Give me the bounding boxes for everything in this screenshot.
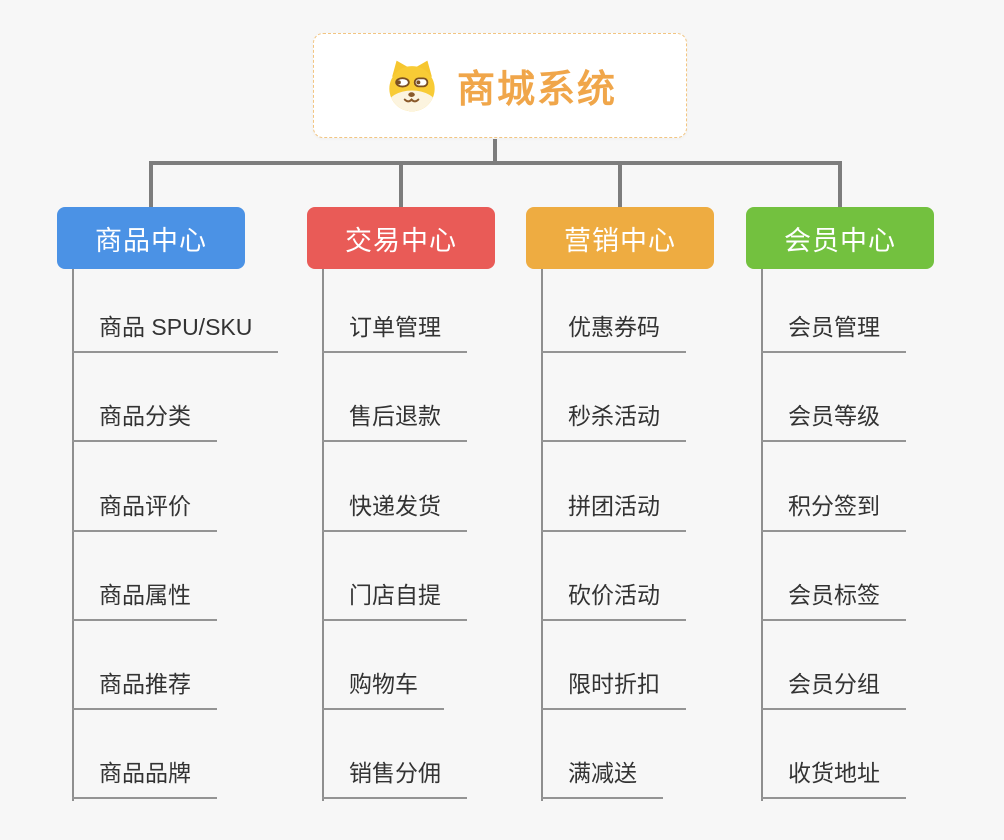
branch-node-marketing[interactable]: 营销中心	[526, 207, 714, 269]
leaf-item[interactable]: 拼团活动	[541, 490, 686, 532]
leaf-item[interactable]: 会员分组	[761, 668, 906, 710]
leaf-item[interactable]: 满减送	[541, 757, 663, 799]
leaf-item[interactable]: 优惠券码	[541, 311, 686, 353]
leaf-item[interactable]: 砍价活动	[541, 579, 686, 621]
leaf-item[interactable]: 会员标签	[761, 579, 906, 621]
branch-trunk-line	[761, 269, 763, 801]
leaf-item[interactable]: 商品 SPU/SKU	[72, 311, 279, 353]
branch-trade: 交易中心 订单管理 售后退款 快递发货 门店自提 购物车 销售分佣	[307, 207, 567, 840]
branch-trunk-line	[541, 269, 543, 801]
branch-marketing: 营销中心 优惠券码 秒杀活动 拼团活动 砍价活动 限时折扣 满减送	[526, 207, 786, 840]
connector-horizontal	[149, 161, 842, 165]
branch-label: 会员中心	[784, 225, 896, 256]
connector-drop-member	[838, 163, 842, 207]
connector-root-drop	[493, 139, 497, 163]
root-title: 商城系统	[456, 69, 617, 111]
leaf-item[interactable]: 积分签到	[761, 490, 906, 532]
leaf-item[interactable]: 商品推荐	[72, 668, 217, 710]
branch-node-member[interactable]: 会员中心	[746, 207, 934, 269]
leaf-item[interactable]: 商品品牌	[72, 757, 217, 799]
leaf-item[interactable]: 会员等级	[761, 400, 906, 442]
leaf-item[interactable]: 限时折扣	[541, 668, 686, 710]
branch-trunk-line	[322, 269, 324, 801]
leaf-item[interactable]: 购物车	[322, 668, 444, 710]
leaf-item[interactable]: 快递发货	[322, 490, 467, 532]
dog-icon	[383, 57, 441, 115]
connector-drop-product	[149, 163, 153, 207]
leaf-item[interactable]: 商品评价	[72, 490, 217, 532]
branch-product: 商品中心 商品 SPU/SKU 商品分类 商品评价 商品属性 商品推荐 商品品牌	[57, 207, 317, 840]
branch-member: 会员中心 会员管理 会员等级 积分签到 会员标签 会员分组 收货地址	[746, 207, 1004, 840]
root-node[interactable]: 商城系统	[313, 33, 687, 138]
connector-drop-marketing	[618, 163, 622, 207]
leaf-item[interactable]: 收货地址	[761, 757, 906, 799]
leaf-item[interactable]: 秒杀活动	[541, 400, 686, 442]
branch-trunk-line	[72, 269, 74, 801]
connector-drop-trade	[399, 163, 403, 207]
leaf-item[interactable]: 门店自提	[322, 579, 467, 621]
leaf-item[interactable]: 商品分类	[72, 400, 217, 442]
leaf-item[interactable]: 会员管理	[761, 311, 906, 353]
leaf-item[interactable]: 订单管理	[322, 311, 467, 353]
leaf-item[interactable]: 销售分佣	[322, 757, 467, 799]
branch-node-product[interactable]: 商品中心	[57, 207, 245, 269]
branch-label: 商品中心	[95, 225, 207, 256]
branch-label: 营销中心	[564, 225, 676, 256]
branch-node-trade[interactable]: 交易中心	[307, 207, 495, 269]
branch-label: 交易中心	[345, 225, 457, 256]
leaf-item[interactable]: 售后退款	[322, 400, 467, 442]
leaf-item[interactable]: 商品属性	[72, 579, 217, 621]
